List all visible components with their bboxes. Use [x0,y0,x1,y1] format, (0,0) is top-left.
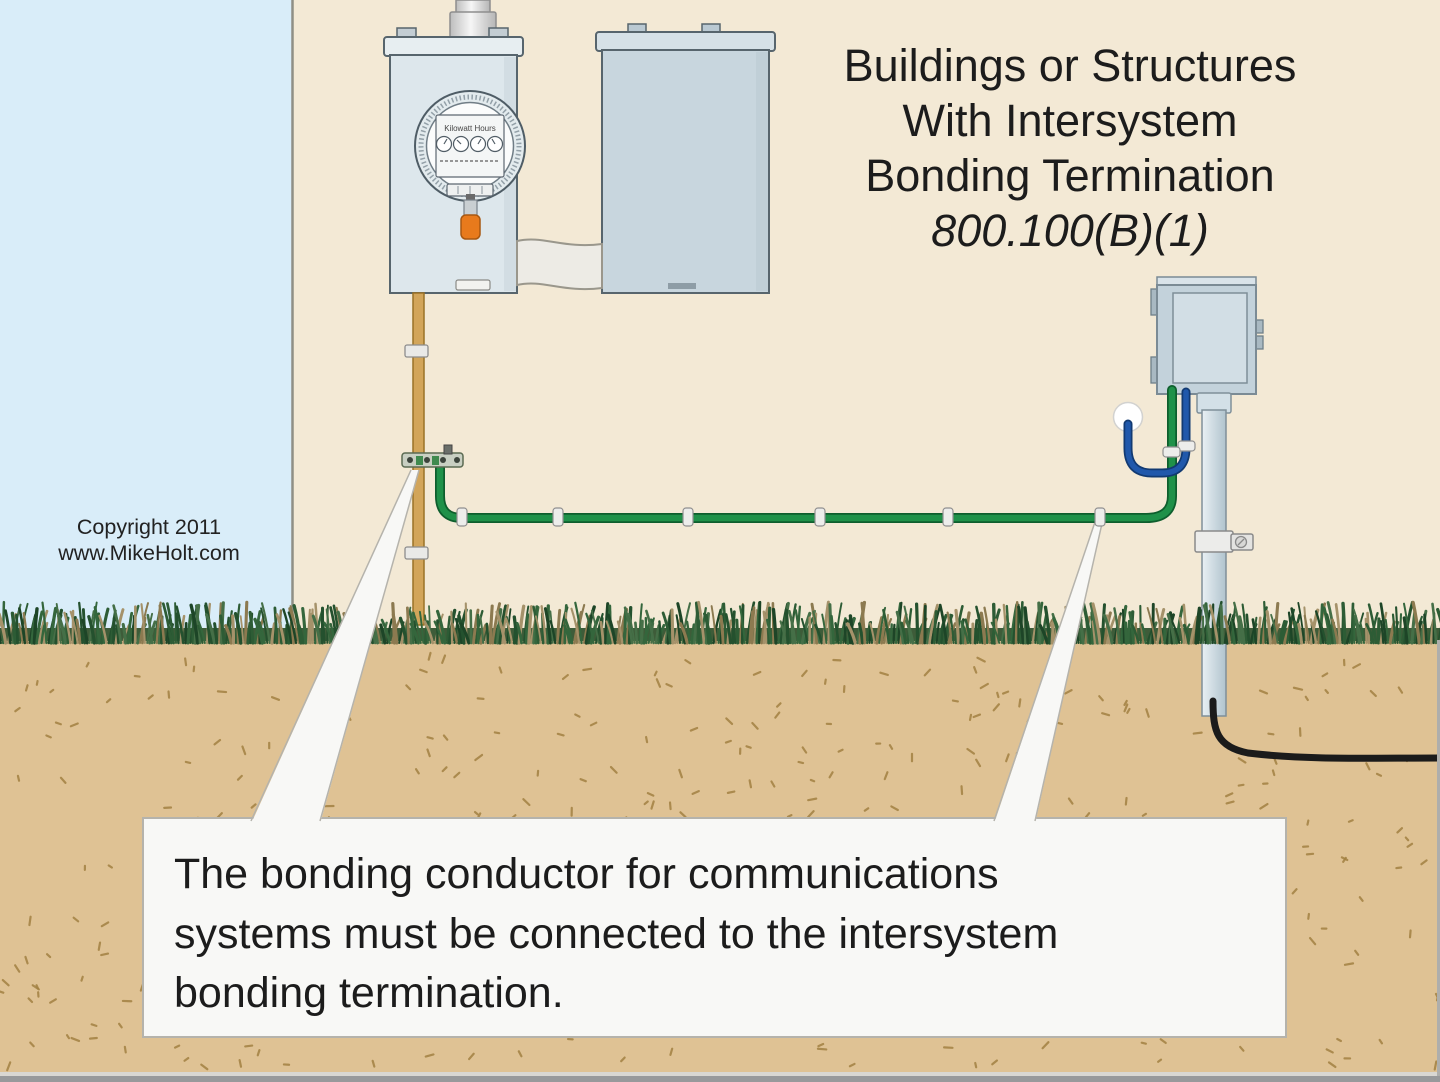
bonding-conductor-green [435,385,1177,523]
meter-dials [435,135,504,153]
title-code-reference: 800.100(B)(1) [931,205,1209,256]
callout-box [142,817,1287,1038]
title-line: Bonding Termination [865,150,1275,201]
bottom-border-light [0,1072,1440,1076]
meter-label: Kilowatt Hours [444,124,496,133]
copyright-line: Copyright 2011 [76,515,222,539]
gec-strap [404,344,429,358]
callout-pointer-left [250,469,420,824]
communications-cable-blue [1123,387,1191,478]
intersystem-bonding-termination [401,444,464,468]
callout-pointer-right [993,518,1104,824]
callout-text: The bonding conductor for communications… [174,845,1058,1024]
conduit-strap [1194,530,1254,553]
nid-door-panel [1172,292,1248,384]
diagram-title: Buildings or Structures With Intersystem… [770,38,1370,258]
cable-staples [456,440,1196,527]
panel-label [668,283,696,289]
title-line: Buildings or Structures [843,40,1297,91]
copyright-url: www.MikeHolt.com [58,541,240,565]
bottom-border-dark [0,1076,1440,1082]
meter-face: Kilowatt Hours [414,90,526,202]
gec-strap [404,546,429,560]
nid-conduit [1196,392,1232,717]
right-border [1437,640,1440,1076]
underground-cable [1209,697,1440,762]
meter-nameplate-slot [455,279,491,291]
title-line: With Intersystem [902,95,1238,146]
service-riser-conduit [449,0,497,39]
flex-conduit [516,238,603,291]
copyright-notice: Copyright 2011 www.MikeHolt.com [38,514,260,566]
callout-line: systems must be connected to the intersy… [174,909,1059,958]
callout-line: bonding termination. [174,969,564,1017]
sky [0,0,293,645]
meter-seal-tag [460,194,481,240]
disconnect-panel-enclosure [595,23,776,294]
electric-meter-enclosure: Kilowatt Hours [383,27,526,294]
callout-line: The bonding conductor for communications [174,850,999,898]
communications-nid-box [1150,276,1264,395]
